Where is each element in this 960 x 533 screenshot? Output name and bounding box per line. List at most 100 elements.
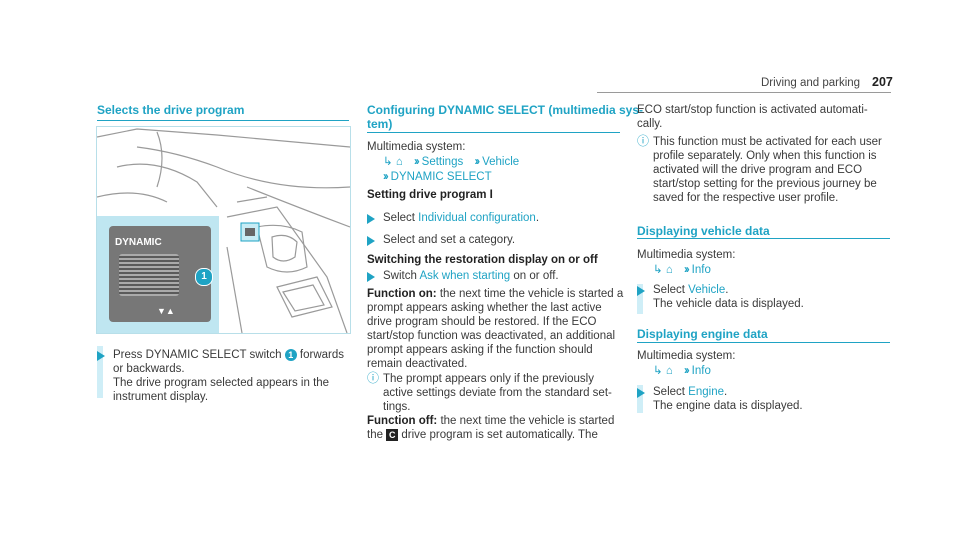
switch-arrows: ▼▲ [157,306,175,316]
select-prefix: Select [383,212,415,224]
double-chevron-icon: ›› [474,156,480,168]
set-category-step: Select and set a category. [383,234,516,246]
step-arrow-icon [637,286,645,296]
step-line1-tail: forwards [299,349,345,361]
step-bar [97,346,103,398]
select-vehicle-step: Select Vehicle. The vehicle data is disp… [653,283,804,311]
section-title-drive-program: Selects the drive program [97,103,245,117]
section-title-configuring: Configuring DYNAMIC SELECT (multimedia s… [367,103,643,131]
nav-path-info: ↳ ⌂ ››Info [653,364,711,378]
function-on-line1: the next time the vehicle is started a [439,288,624,300]
select-prefix: Select [653,284,685,296]
multimedia-label: Multimedia system: [637,350,736,362]
switch-callout-badge: 1 [284,349,297,361]
select-engine-step: Select Engine. The engine data is displa… [653,385,803,413]
function-off-line2b: drive program is set automatically. The [401,429,598,441]
double-chevron-icon: ›› [684,365,690,377]
path-settings: Settings [421,156,464,168]
switch-suffix: on or off. [513,270,559,282]
multimedia-label: Multimedia system: [367,141,466,153]
function-on-line6: remain deactivated. [367,358,468,370]
function-off-label: Function off: [367,415,438,427]
step-bar [637,385,643,413]
engine-description: The engine data is displayed. [653,400,803,412]
vehicle-description: The vehicle data is displayed. [653,298,804,310]
engine-link: Engine [688,386,724,398]
zoom-panel: DYNAMIC ▼▲ 1 [97,216,219,333]
function-on-note: The prompt appears only if the previousl… [383,372,623,414]
path-info: Info [691,264,711,276]
step-line4: instrument display. [113,391,209,403]
function-on-line4: start/stop function was deactivated, an … [367,330,616,342]
double-chevron-icon: ›› [684,264,690,276]
dynamic-select-switch [119,254,179,296]
profile-note-line3: activated will the drive program and ECO [653,164,863,176]
section-title-vehicle-data: Displaying vehicle data [637,224,770,238]
eco-continuation: ECO start/stop function is activated aut… [637,103,897,131]
eco-line2: cally. [637,118,663,130]
step-arrow-icon [97,351,105,361]
nav-path-2: ››DYNAMIC SELECT [383,170,492,184]
function-on-text: Function on: the next time the vehicle i… [367,287,627,371]
running-title: Driving and parking [761,77,861,89]
note-line2: active settings deviate from the standar… [383,387,612,399]
function-on-label: Function on: [367,288,437,300]
step-line2: or backwards. [113,363,185,375]
section-title-line1: Configuring DYNAMIC SELECT (multimedia s… [367,103,644,117]
profile-note-line2: profile separately. Only when this funct… [653,150,877,162]
section-rule [367,132,620,133]
nav-path-info: ↳ ⌂ ››Info [653,263,711,277]
vehicle-link: Vehicle [688,284,726,296]
section-title-line2: tem) [367,117,393,131]
step-line3: The drive program selected appears in th… [113,377,330,389]
select-suffix: . [723,386,728,398]
subheading-restoration-display: Switching the restoration display on or … [367,254,598,266]
section-rule [637,238,890,239]
function-off-line1: the next time the vehicle is started [440,415,615,427]
function-on-line5: prompt appears asking if the function sh… [367,344,593,356]
path-info: Info [691,365,711,377]
home-icon: ⌂ [665,264,673,276]
comfort-mode-badge: C [386,429,399,441]
function-off-line2a: the [367,429,383,441]
step-bar [637,284,643,314]
path-start-arrow-icon: ↳ [653,264,663,276]
select-suffix: . [725,284,729,296]
profile-note-line1: This function must be activated for each… [653,136,882,148]
dynamic-label: DYNAMIC [115,237,162,248]
path-dynamic-select: DYNAMIC SELECT [390,171,492,183]
info-icon: ⓘ [367,371,380,385]
profile-note-line5: saved for the respective user profile. [653,192,839,204]
note-line3: tings. [383,401,411,413]
switch-housing: DYNAMIC ▼▲ [109,226,211,322]
step-arrow-icon [367,214,375,224]
double-chevron-icon: ›› [414,156,420,168]
nav-path-1: ↳ ⌂ ››Settings ››Vehicle [383,155,519,169]
subheading-setting-drive-program: Setting drive program I [367,189,493,201]
select-individual-step: Select Individual configuration. [383,211,539,225]
individual-configuration-link: Individual configuration [418,212,536,224]
section-rule [97,120,349,121]
double-chevron-icon: ›› [383,171,389,183]
step-arrow-icon [367,236,375,246]
step-text: Press DYNAMIC SELECT switch 1 forwards o… [113,348,353,404]
switch-prefix: Switch [383,270,417,282]
eco-line1: ECO start/stop function is activated aut… [637,104,868,116]
select-suffix: . [535,212,540,224]
function-off-text: Function off: the next time the vehicle … [367,414,627,442]
section-rule [637,342,890,343]
path-vehicle: Vehicle [482,156,520,168]
switch-ask-step: Switch Ask when starting on or off. [383,269,559,283]
function-on-line3: drive program should be restored. If the… [367,316,597,328]
home-icon: ⌂ [395,156,403,168]
multimedia-label: Multimedia system: [637,249,736,261]
profile-note-line4: start/stop setting for the previous jour… [653,178,877,190]
profile-note: This function must be activated for each… [653,135,898,205]
callout-badge: 1 [195,268,213,286]
home-icon: ⌂ [665,365,673,377]
page-number: 207 [872,75,893,89]
select-prefix: Select [653,386,685,398]
function-on-line2: prompt appears asking whether the last a… [367,302,602,314]
console-illustration: DYNAMIC ▼▲ 1 [96,126,351,334]
note-line1: The prompt appears only if the previousl… [383,373,594,385]
